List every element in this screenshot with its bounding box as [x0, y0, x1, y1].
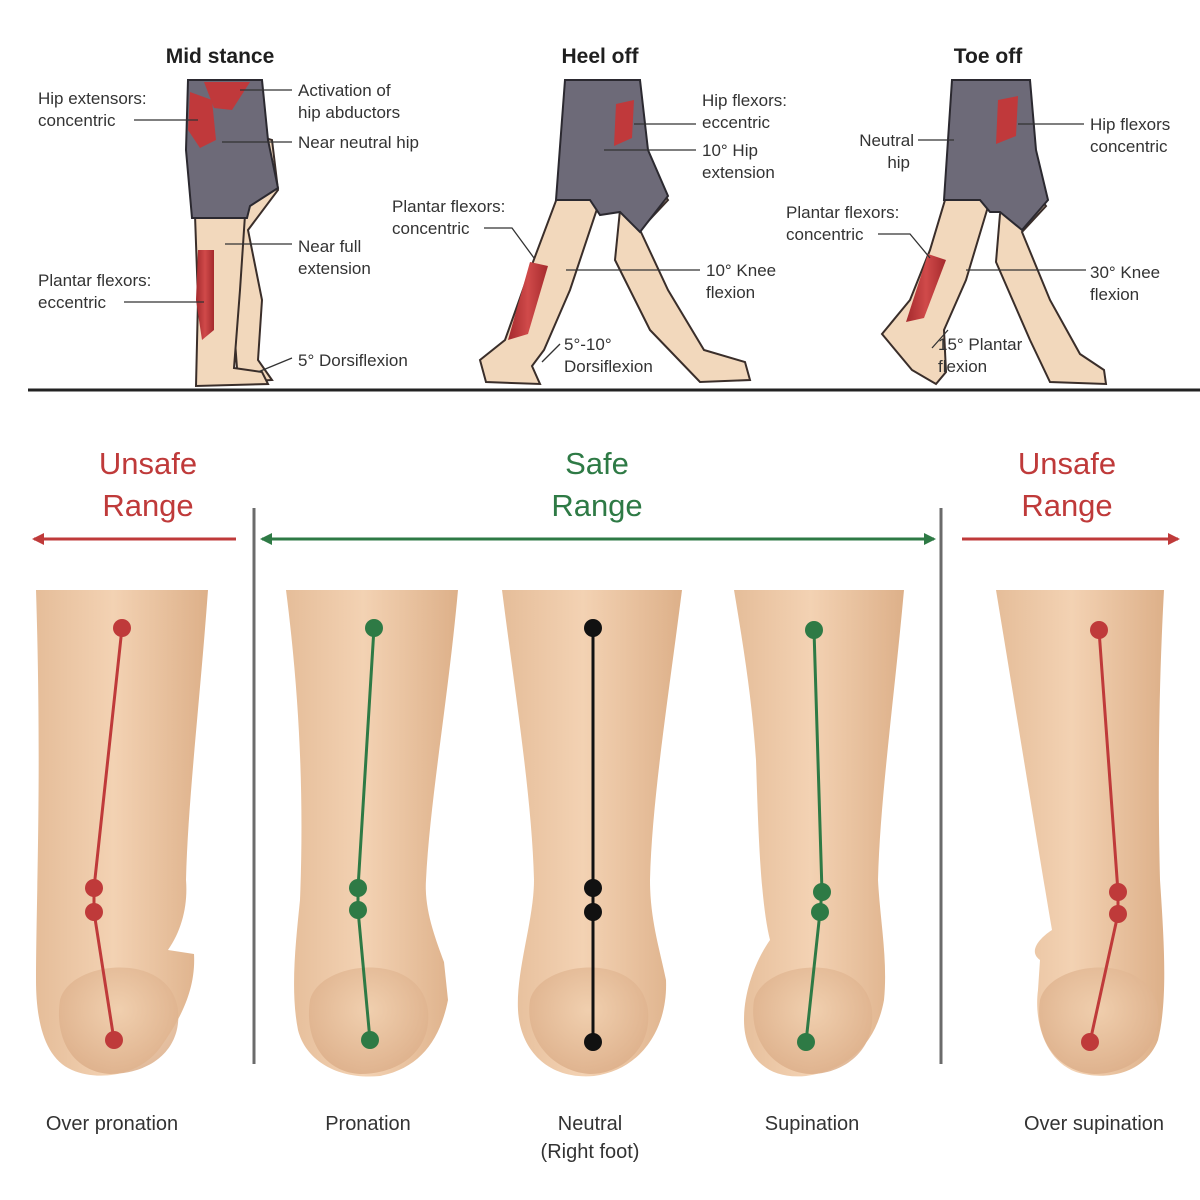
- alignment-line: [804, 629, 824, 1043]
- foot-neutral: Neutral(Right foot): [502, 590, 682, 1163]
- back-leg: [880, 188, 992, 386]
- alignment-line: [1088, 629, 1120, 1043]
- alignment-point: [813, 883, 831, 901]
- alignment-point: [85, 879, 103, 897]
- alignment-point: [1081, 1033, 1099, 1051]
- foot-caption: Pronation: [325, 1113, 411, 1135]
- shorts: [554, 79, 670, 234]
- label-hip-extensors: Hip extensors:concentric: [38, 89, 147, 130]
- alignment-point: [584, 1033, 602, 1051]
- alignment-point: [113, 619, 131, 637]
- heel-shape: [58, 967, 179, 1074]
- hip-flexor-muscle: [996, 96, 1018, 144]
- alignment-point: [584, 903, 602, 921]
- foot-pronation: Pronation: [286, 590, 458, 1135]
- foot-supination: Supination: [734, 590, 904, 1135]
- label-dorsiflexion: 5° Dorsiflexion: [298, 351, 408, 370]
- gait-phases-panel: Mid stance Hip extensors:concentric Acti…: [28, 45, 1200, 392]
- alignment-point: [805, 621, 823, 639]
- leg-shape: [996, 590, 1165, 1076]
- heel-shape: [1039, 967, 1159, 1074]
- foot-over-supination: Over supination: [996, 590, 1165, 1135]
- alignment-point: [584, 619, 602, 637]
- alignment-point: [85, 903, 103, 921]
- heel-shape: [753, 967, 873, 1074]
- alignment-point: [1090, 621, 1108, 639]
- calf-muscle: [906, 254, 946, 322]
- label-hip-flexors: Hip flexors:eccentric: [702, 91, 787, 132]
- alignment-point: [811, 903, 829, 921]
- alignment-point: [1109, 883, 1127, 901]
- calf-muscle: [196, 250, 214, 340]
- phase-title: Toe off: [954, 45, 1023, 68]
- alignment-point: [349, 879, 367, 897]
- label-near-neutral-hip: Near neutral hip: [298, 133, 419, 152]
- alignment-line: [92, 627, 124, 1041]
- calf-muscle: [508, 262, 548, 340]
- alignment-line: [356, 627, 376, 1041]
- alignment-point: [349, 901, 367, 919]
- heel-shape: [529, 967, 649, 1074]
- hip-flexor-muscle: [614, 100, 634, 146]
- alignment-point: [365, 619, 383, 637]
- alignment-point: [1109, 905, 1127, 923]
- alignment-point: [361, 1031, 379, 1049]
- foot-caption: Supination: [765, 1113, 860, 1135]
- phase-title: Mid stance: [166, 45, 275, 68]
- label-dorsiflexion: 5°-10°Dorsiflexion: [564, 335, 653, 376]
- phase-title: Heel off: [561, 45, 639, 68]
- foot-caption: Over pronation: [46, 1113, 178, 1135]
- alignment-point: [797, 1033, 815, 1051]
- hip-abductor-muscle: [204, 82, 250, 110]
- hip-extensor-muscle: [188, 92, 216, 148]
- label-plantar-flexors: Plantar flexors:concentric: [392, 197, 505, 238]
- foot-caption: Over supination: [1024, 1113, 1164, 1135]
- foot-caption: Neutral(Right foot): [541, 1113, 640, 1163]
- leg-shape: [286, 590, 458, 1077]
- leg-shape: [36, 590, 208, 1076]
- alignment-point: [105, 1031, 123, 1049]
- alignment-point: [584, 879, 602, 897]
- label-plantar-flexors: Plantar flexors:eccentric: [38, 271, 151, 312]
- phase-mid-stance: Mid stance Hip extensors:concentric Acti…: [38, 45, 419, 388]
- shorts: [942, 79, 1050, 232]
- label-plantar-flexors: Plantar flexors:concentric: [786, 203, 899, 244]
- foot-over-pronation: Over pronation: [36, 590, 208, 1135]
